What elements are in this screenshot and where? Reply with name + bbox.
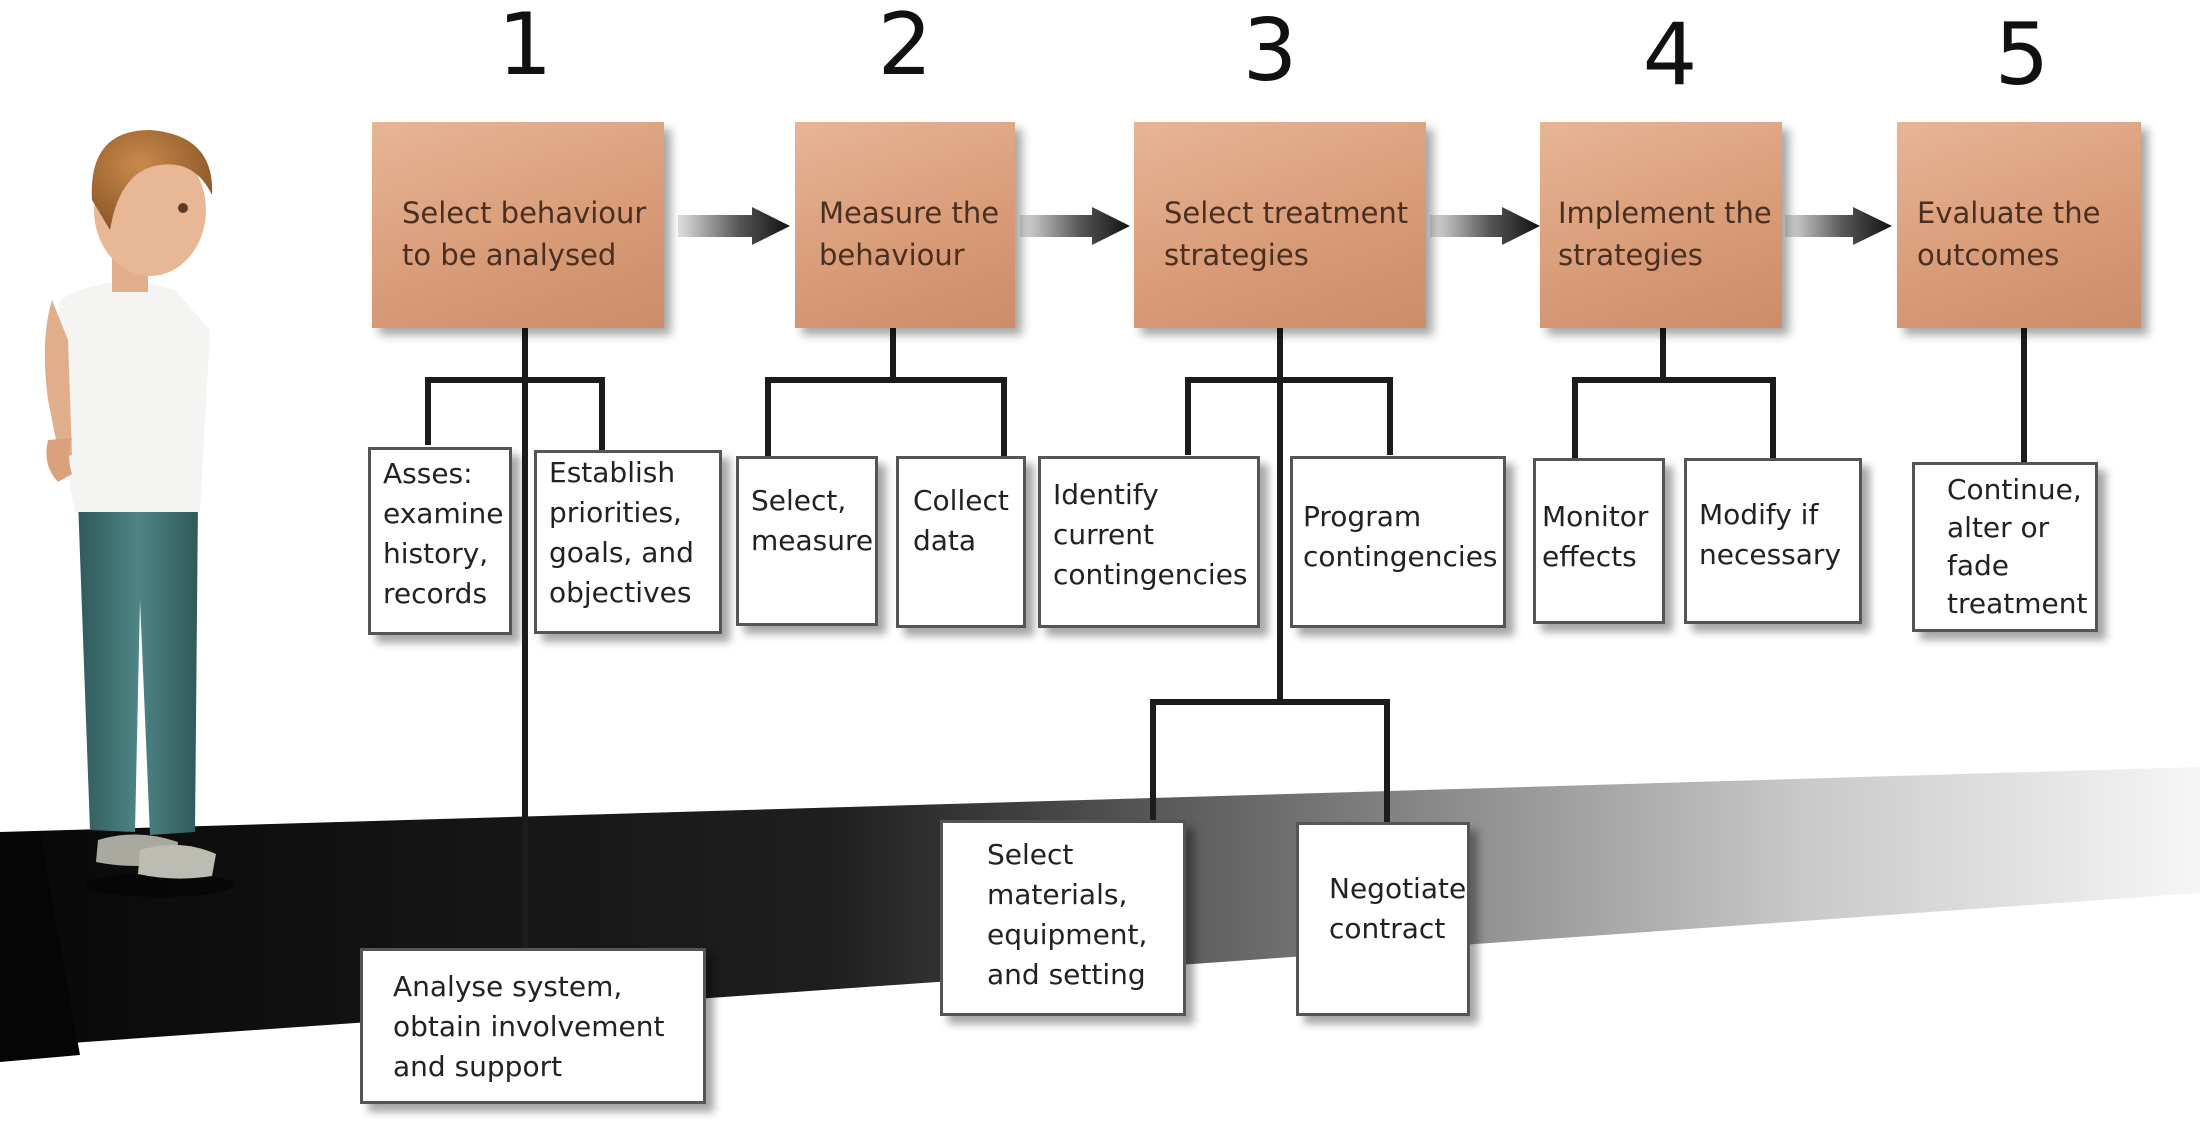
substep-assess: Asses: examine history, records (368, 447, 512, 635)
select-measure-line-1: Select, (751, 484, 847, 517)
step-2-line-2: behaviour (819, 238, 965, 272)
analyse-line-1: Analyse system, (393, 970, 623, 1003)
analyse-line-3: and support (393, 1050, 563, 1083)
select-measure-line-2: measure (751, 524, 874, 557)
monitor-line-1: Monitor (1542, 500, 1649, 533)
arrow-2-to-3 (1020, 207, 1130, 245)
monitor-line-2: effects (1542, 540, 1637, 573)
flow-arrows (678, 207, 1892, 245)
step-box-1: Select behaviour to be analysed (372, 122, 664, 328)
step-5-line-2: outcomes (1917, 238, 2060, 272)
step-number-5: 5 (1994, 5, 2050, 105)
substep-select-materials: Select materials, equipment, and setting (940, 820, 1186, 1016)
substep-program: Program contingencies (1290, 456, 1506, 628)
identify-line-2: current (1053, 518, 1155, 551)
person-figure (44, 130, 235, 897)
modify-line-2: necessary (1699, 538, 1842, 571)
identify-line-1: Identify (1053, 478, 1159, 511)
substep-continue: Continue, alter or fade treatment (1912, 462, 2098, 632)
negotiate-line-2: contract (1329, 912, 1446, 945)
continue-line-1: Continue, (1947, 473, 2082, 506)
step-number-3: 3 (1242, 1, 1298, 101)
materials-line-3: equipment, (987, 918, 1148, 951)
establish-line-4: objectives (549, 576, 692, 609)
arrow-4-to-5 (1785, 207, 1892, 245)
collect-line-2: data (913, 524, 977, 557)
negotiate-line-1: Negotiate (1329, 872, 1467, 905)
arrow-1-to-2 (678, 207, 790, 245)
arrow-3-to-4 (1430, 207, 1540, 245)
program-line-2: contingencies (1303, 540, 1498, 573)
step-number-1: 1 (497, 0, 553, 95)
substep-monitor: Monitor effects (1533, 458, 1665, 624)
continue-line-2: alter or (1947, 511, 2050, 544)
assess-line-2: examine (383, 497, 504, 530)
analyse-line-2: obtain involvement (393, 1010, 665, 1043)
program-line-1: Program (1303, 500, 1422, 533)
step-4-line-2: strategies (1558, 238, 1703, 272)
step-1-line-2: to be analysed (402, 238, 617, 272)
collect-line-1: Collect (913, 484, 1009, 517)
step-2-line-1: Measure the (819, 196, 1000, 230)
identify-line-3: contingencies (1053, 558, 1248, 591)
step-3-line-2: strategies (1164, 238, 1309, 272)
substep-negotiate: Negotiate contract (1296, 822, 1470, 1016)
step-box-4: Implement the strategies (1540, 122, 1782, 328)
step-1-line-1: Select behaviour (402, 196, 647, 230)
step-box-5: Evaluate the outcomes (1897, 122, 2141, 328)
substep-select-measure: Select, measure (736, 456, 878, 626)
substep-analyse-system: Analyse system, obtain involvement and s… (360, 948, 706, 1104)
modify-line-1: Modify if (1699, 498, 1819, 531)
step-4-line-1: Implement the (1558, 196, 1772, 230)
substep-collect-data: Collect data (896, 456, 1026, 628)
assess-line-1: Asses: (383, 457, 473, 490)
establish-line-1: Establish (549, 456, 676, 489)
step-box-2: Measure the behaviour (795, 122, 1015, 328)
materials-line-1: Select (987, 838, 1074, 871)
materials-line-4: and setting (987, 958, 1146, 991)
substep-identify: Identify current contingencies (1038, 456, 1260, 628)
connector-lines (425, 324, 2027, 950)
step-box-3: Select treatment strategies (1134, 122, 1426, 328)
substep-establish: Establish priorities, goals, and objecti… (534, 450, 722, 634)
substep-modify: Modify if necessary (1684, 458, 1862, 624)
establish-line-3: goals, and (549, 536, 694, 569)
assess-line-4: records (383, 577, 488, 610)
continue-line-4: treatment (1947, 587, 2088, 620)
establish-line-2: priorities, (549, 496, 682, 529)
step-number-4: 4 (1642, 5, 1698, 105)
step-5-line-1: Evaluate the (1917, 196, 2101, 230)
step-3-line-1: Select treatment (1164, 196, 1409, 230)
assess-line-3: history, (383, 537, 489, 570)
step-number-2: 2 (877, 0, 933, 95)
materials-line-2: materials, (987, 878, 1128, 911)
continue-line-3: fade (1947, 549, 2010, 582)
